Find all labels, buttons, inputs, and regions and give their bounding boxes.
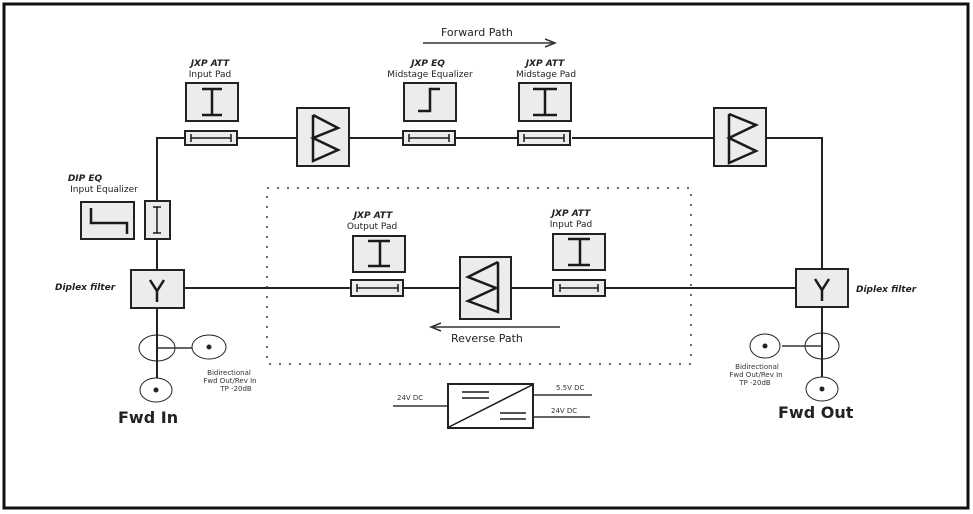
test-point-right-label-2: Fwd Out/Rev In — [729, 371, 782, 379]
reverse-output-pad-block: JXP ATT Output Pad — [347, 211, 406, 297]
input-pad-block: JXP ATT Input Pad — [184, 59, 239, 146]
test-point-pin-icon — [206, 344, 212, 350]
dc-dc-converter-icon — [448, 384, 533, 428]
fwd-in-port-group: Bidirectional Fwd Out/Rev In TP -20dB Fw… — [118, 308, 257, 427]
input-pad-label-1: JXP ATT — [189, 59, 230, 69]
test-point-left-label-2: Fwd Out/Rev In — [203, 377, 256, 385]
socket-icon — [523, 134, 565, 142]
midstage-eq-label-1: JXP EQ — [409, 59, 445, 69]
diplexer-icon — [148, 279, 166, 302]
psu-input-label: 24V DC — [397, 394, 423, 402]
forward-path-indicator: Forward Path — [423, 26, 558, 48]
test-point-left-label-3: TP -20dB — [219, 385, 252, 393]
forward-amplifier-1 — [296, 107, 350, 167]
rev-input-pad-label-2: Input Pad — [550, 220, 592, 230]
connector-pin-icon — [153, 387, 159, 393]
power-supply-block: 24V DC 5.5V DC 24V DC — [393, 383, 592, 429]
fwd-out-label: Fwd Out — [778, 403, 854, 422]
socket-icon — [153, 206, 161, 234]
fwd-in-label: Fwd In — [118, 408, 178, 427]
forward-path-arrow-head-icon — [544, 38, 558, 48]
rev-output-pad-label-1: JXP ATT — [352, 211, 393, 221]
diplexer-icon — [813, 278, 831, 301]
midstage-equalizer-block: JXP EQ Midstage Equalizer — [387, 59, 473, 146]
socket-icon — [408, 134, 450, 142]
socket-icon — [190, 134, 232, 142]
amplifier-icon — [309, 113, 341, 163]
reverse-amplifier — [459, 256, 512, 320]
attenuator-icon — [368, 239, 390, 268]
diplex-filter-left-label: Diplex filter — [55, 283, 116, 293]
rev-input-pad-label-1: JXP ATT — [550, 209, 591, 219]
reverse-section-boundary — [266, 187, 692, 365]
connector-pin-icon — [819, 386, 825, 392]
diplex-filter-right-label: Diplex filter — [856, 285, 917, 295]
attenuator-icon — [568, 237, 590, 267]
input-eq-label-2: Input Equalizer — [70, 185, 138, 195]
psu-output-2-label: 24V DC — [551, 407, 577, 415]
midstage-pad-block: JXP ATT Midstage Pad — [516, 59, 576, 146]
forward-path-label: Forward Path — [441, 26, 513, 39]
reverse-path-indicator: Reverse Path — [428, 322, 560, 345]
socket-icon — [559, 284, 599, 292]
midstage-eq-label-2: Midstage Equalizer — [387, 70, 473, 80]
midstage-pad-label-2: Midstage Pad — [516, 70, 576, 80]
test-point-right-label-3: TP -20dB — [738, 379, 771, 387]
input-equalizer-block: DIP EQ Input Equalizer — [68, 174, 171, 240]
socket-icon — [356, 284, 399, 292]
equalizer-icon — [418, 87, 440, 113]
reverse-path-label: Reverse Path — [451, 332, 523, 345]
diplex-filter-left: Diplex filter — [55, 269, 185, 309]
attenuator-icon — [533, 87, 557, 117]
wire-diplex-to-input-pad — [156, 137, 185, 296]
forward-amplifier-2 — [713, 107, 767, 167]
wire-amp2-to-diplex-right — [767, 137, 823, 272]
test-point-pin-icon — [762, 343, 768, 349]
fwd-out-port-group: Bidirectional Fwd Out/Rev In TP -20dB Fw… — [729, 307, 854, 422]
reverse-path-arrow-head-icon — [428, 322, 442, 332]
midstage-pad-label-1: JXP ATT — [524, 59, 565, 69]
diplex-filter-right: Diplex filter — [795, 268, 917, 308]
reverse-input-pad-block: JXP ATT Input Pad — [550, 209, 606, 297]
input-pad-label-2: Input Pad — [189, 70, 231, 80]
equalizer-icon — [89, 208, 129, 234]
psu-output-1-label: 5.5V DC — [556, 384, 585, 392]
test-point-right-label-1: Bidirectional — [735, 363, 779, 371]
rev-output-pad-label-2: Output Pad — [347, 222, 397, 232]
amplifier-icon — [726, 112, 760, 165]
reverse-amplifier-icon — [464, 260, 500, 314]
input-eq-label-1: DIP EQ — [68, 174, 103, 184]
attenuator-icon — [202, 87, 222, 117]
test-point-left-label-1: Bidirectional — [207, 369, 251, 377]
amplifier-module — [459, 256, 512, 320]
